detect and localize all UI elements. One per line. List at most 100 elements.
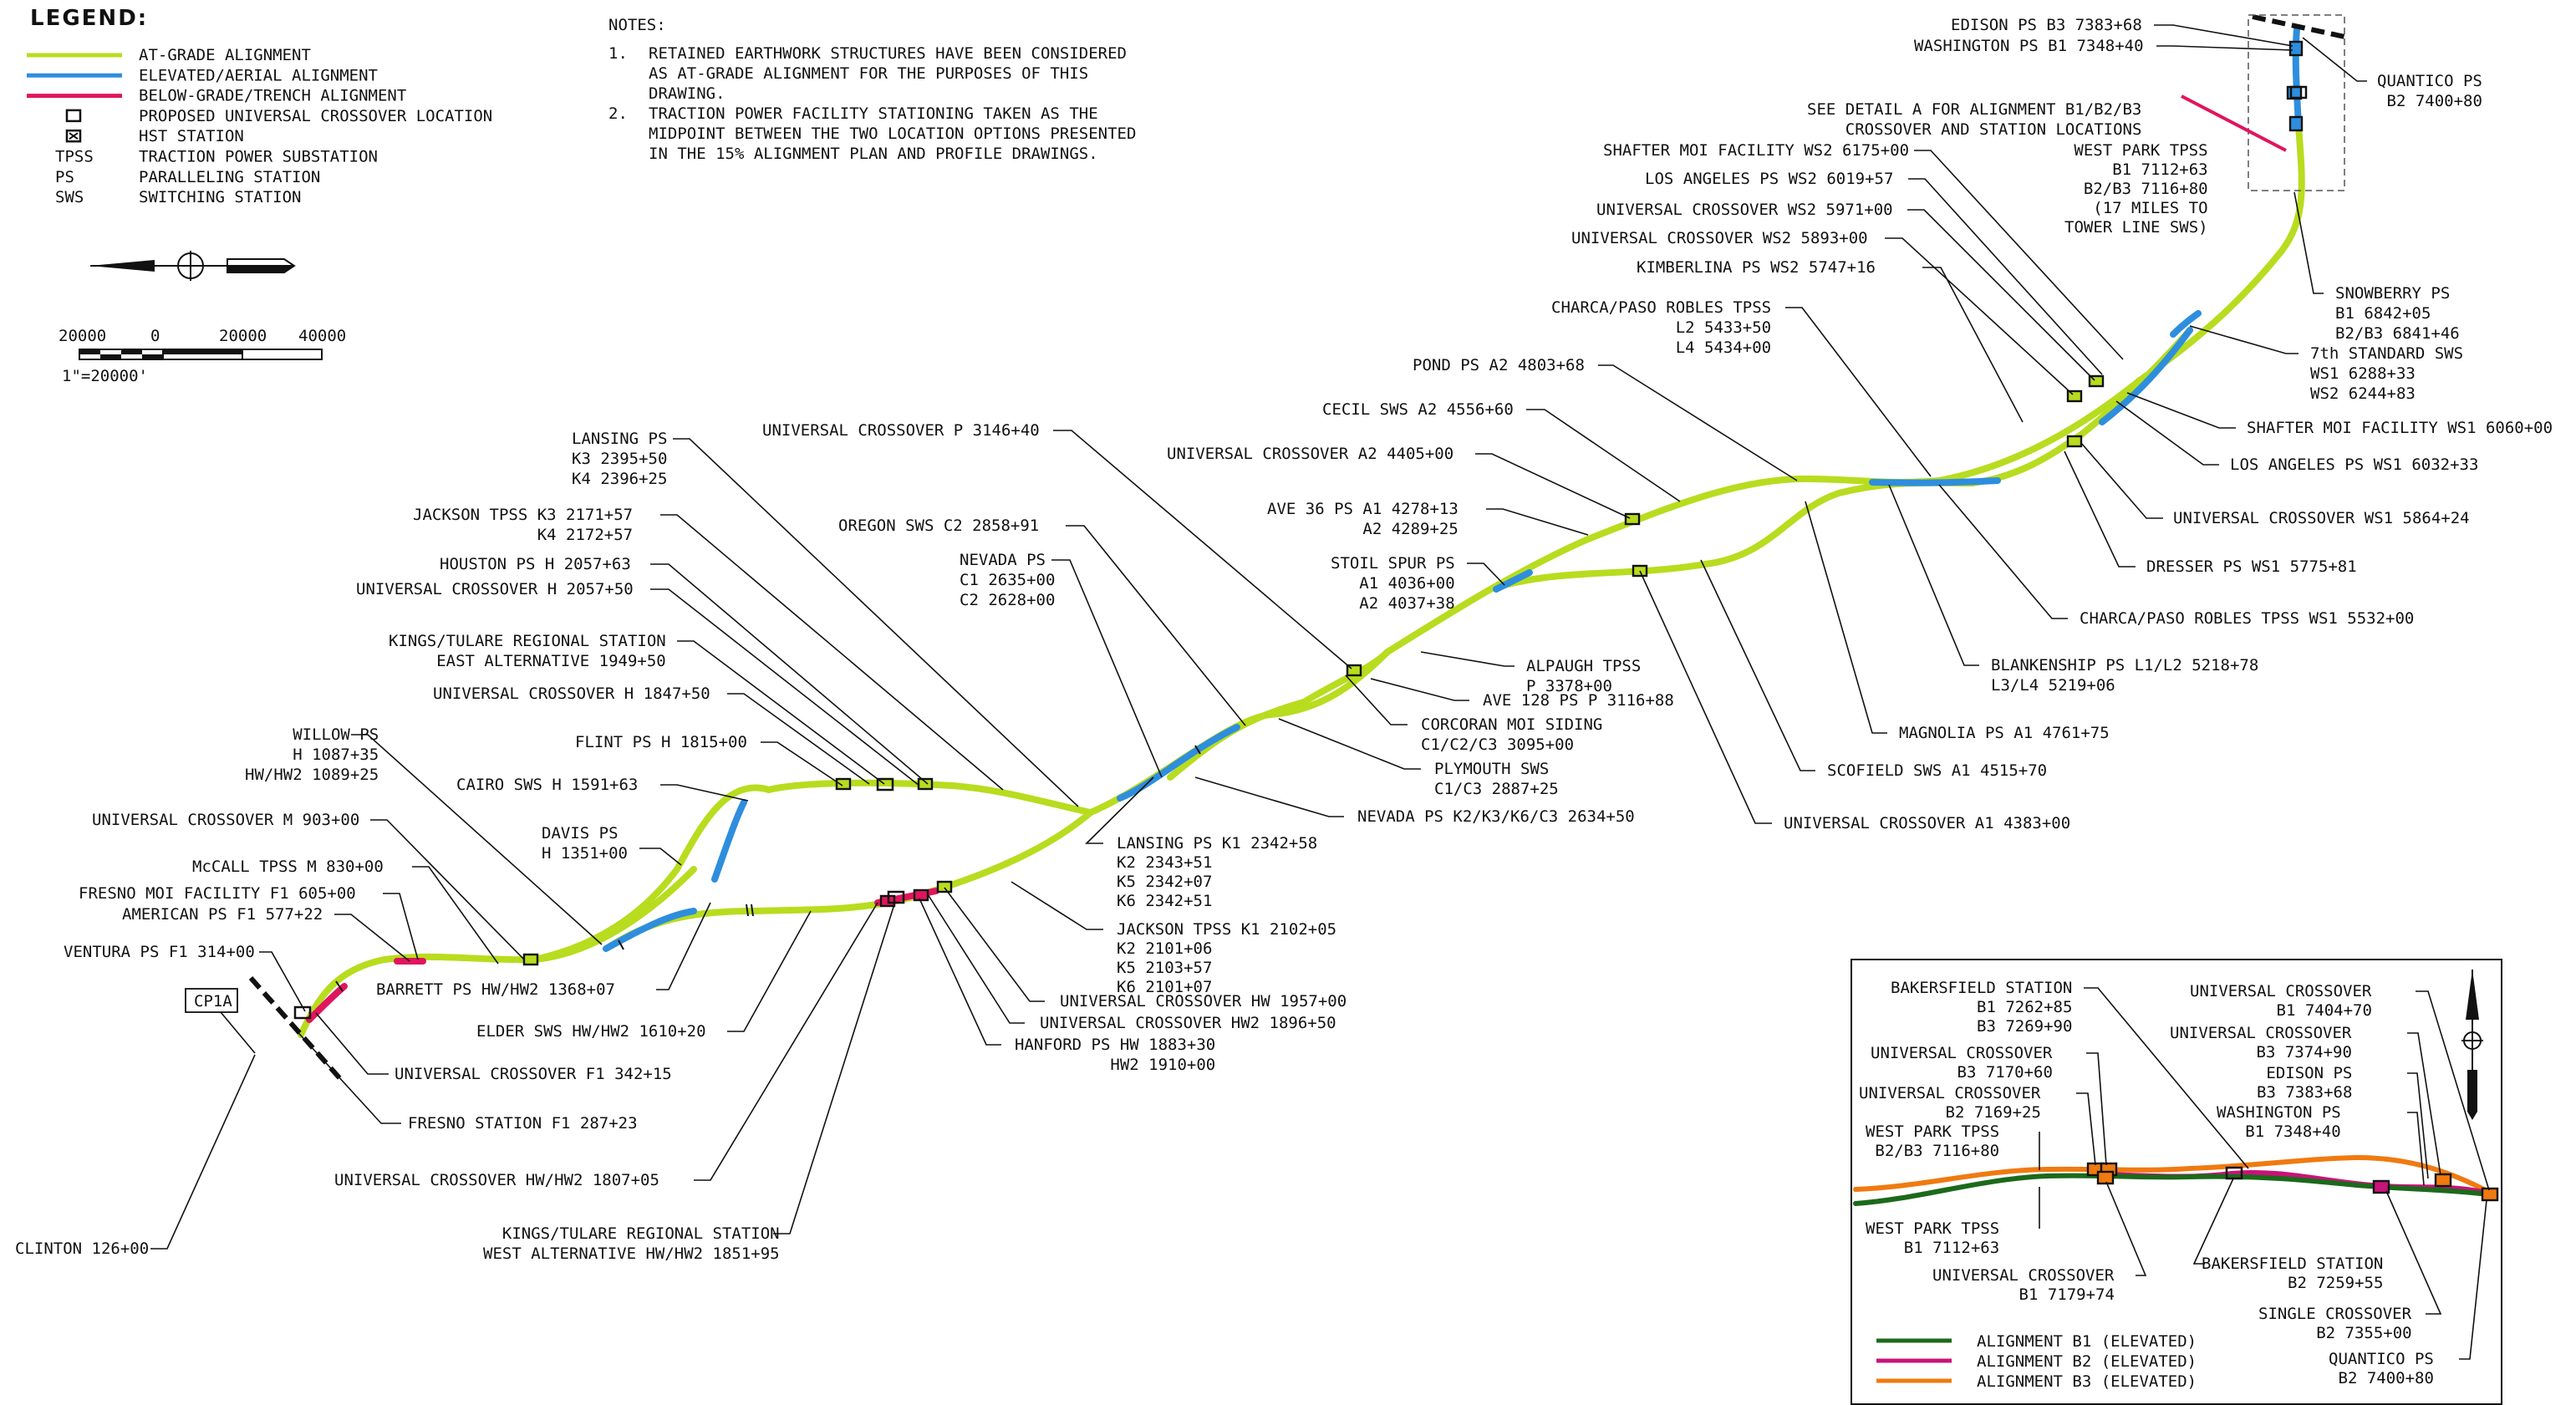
label-line: WS1 6288+33 — [2310, 364, 2416, 383]
leader-davis — [639, 848, 682, 866]
inset-label-line: B3 7170+60 — [1957, 1063, 2053, 1082]
note-text: MIDPOINT BETWEEN THE TWO LOCATION OPTION… — [649, 125, 1136, 143]
label-line: BARRETT PS HW/HW2 1368+07 — [376, 980, 615, 999]
inset-leader-in-uxo-b2-7169 — [2076, 1092, 2096, 1166]
label-line: CHARCA/PASO ROBLES TPSS — [1551, 298, 1771, 317]
inset-label-line: B1 7112+63 — [1904, 1239, 1999, 1257]
legend-item-text: TRACTION POWER SUBSTATION — [139, 148, 378, 166]
label-magnolia: MAGNOLIA PS A1 4761+75 — [1899, 724, 2110, 742]
inset-label-line: UNIVERSAL CROSSOVER — [1932, 1266, 2115, 1285]
label-scofield: SCOFIELD SWS A1 4515+70 — [1827, 761, 2047, 780]
label-line: OREGON SWS C2 2858+91 — [838, 517, 1039, 535]
inset-label-line: B1 7262+85 — [1977, 998, 2072, 1016]
inset-alignment-b1 — [1853, 1173, 2497, 1206]
label-line: MAGNOLIA PS A1 4761+75 — [1899, 724, 2110, 742]
legend-row: AT-GRADE ALIGNMENT — [27, 46, 311, 64]
inset-label-line: BAKERSFIELD STATION — [1891, 979, 2072, 997]
label-line: LOS ANGELES PS WS2 6019+57 — [1645, 170, 1893, 188]
leader-cairo — [660, 784, 749, 802]
inset-label-line: B2/B3 7116+80 — [1875, 1142, 1999, 1160]
elevated-segment-8 — [2292, 26, 2302, 129]
elevated-segment-5 — [1869, 477, 2001, 486]
label-line: UNIVERSAL CROSSOVER HW2 1896+50 — [1040, 1014, 1336, 1032]
legend-abbrev: PS — [55, 168, 74, 186]
label-elder: ELDER SWS HW/HW2 1610+20 — [476, 1022, 706, 1041]
crossover-box-ws1 — [2066, 435, 2083, 448]
boundary-markers — [248, 14, 2349, 1083]
crossover-box-houston — [917, 777, 934, 791]
inset-single-crossover — [2372, 1179, 2390, 1194]
alignment-h-loop — [532, 779, 1094, 963]
label-line: STOIL SPUR PS — [1331, 554, 1455, 573]
label-line: K5 2342+07 — [1117, 873, 1212, 891]
label-washington-top: WASHINGTON PS B1 7348+40 — [1914, 37, 2144, 55]
inset-leaders — [2039, 987, 2490, 1360]
label-uxo-f1: UNIVERSAL CROSSOVER F1 342+15 — [395, 1065, 672, 1083]
inset-crossover-b3-7374 — [2434, 1173, 2452, 1188]
inset-legend-text: ALIGNMENT B1 (ELEVATED) — [1977, 1332, 2197, 1351]
scale-note: 1"=20000' — [62, 367, 148, 385]
inset-leader-in-bak2 — [2192, 1178, 2234, 1265]
note-text: DRAWING. — [649, 84, 725, 103]
label-nevada-k2: NEVADA PS K2/K3/K6/C3 2634+50 — [1357, 807, 1635, 826]
leader-plymouth — [1278, 718, 1421, 770]
inset-leader-in-single — [2385, 1190, 2442, 1315]
leader-uxo-a2 — [1475, 453, 1631, 519]
crossover-box-bakersfield-1 — [2288, 115, 2304, 132]
label-line: K3 2395+50 — [572, 450, 667, 468]
label-line: LANSING PS K1 2342+58 — [1117, 834, 1317, 853]
crossover-box-hanford — [913, 888, 929, 902]
leader-houston — [650, 563, 929, 785]
label-line: AVE 36 PS A1 4278+13 — [1267, 500, 1459, 518]
label-line: CROSSOVER AND STATION LOCATIONS — [1845, 120, 2142, 139]
label-uxo-m: UNIVERSAL CROSSOVER M 903+00 — [92, 811, 359, 829]
leader-la-ws2 — [1908, 178, 2103, 375]
leader-kt-east — [677, 640, 885, 785]
inset-label-line: WASHINGTON PS — [2217, 1103, 2341, 1122]
legend-abbrev: SWS — [55, 188, 84, 206]
label-line: P 3378+00 — [1526, 677, 1612, 695]
inset-label-line: UNIVERSAL CROSSOVER — [1859, 1084, 2041, 1102]
label-line: B2/B3 7116+80 — [2084, 180, 2208, 198]
label-uxo-ws2-5893: UNIVERSAL CROSSOVER WS2 5893+00 — [1571, 229, 1868, 247]
hst-station-icon-kt-west — [887, 890, 905, 904]
leader-cecil — [1526, 409, 1681, 502]
label-line: UNIVERSAL CROSSOVER WS2 5971+00 — [1596, 201, 1893, 219]
leader-clinton — [150, 1054, 256, 1250]
leader-fresno-moi — [383, 893, 419, 960]
label-line: C1/C2/C3 3095+00 — [1421, 736, 1574, 754]
label-line: LANSING PS — [572, 430, 667, 448]
crossover-box-barrett — [522, 953, 539, 966]
north-arrow-icon — [90, 251, 296, 281]
inset-label-line: UNIVERSAL CROSSOVER — [2190, 982, 2372, 1000]
inset-north-arrow-icon — [2461, 970, 2483, 1120]
label-line: PLYMOUTH SWS — [1434, 760, 1549, 778]
label-line: UNIVERSAL CROSSOVER H 1847+50 — [433, 685, 710, 703]
leader-uxo-f1 — [315, 1012, 389, 1075]
label-line: B1 7112+63 — [2112, 160, 2207, 179]
label-line: KINGS/TULARE REGIONAL STATION — [389, 632, 666, 650]
detail-a-inset: ALIGNMENT B1 (ELEVATED)ALIGNMENT B2 (ELE… — [1851, 959, 2502, 1405]
label-line: AVE 128 PS P 3116+88 — [1483, 691, 1674, 710]
label-cairo: CAIRO SWS H 1591+63 — [456, 776, 638, 794]
label-line: TOWER LINE SWS) — [2064, 218, 2208, 237]
legend-item-text: SWITCHING STATION — [139, 188, 301, 206]
leader-seventh — [2189, 325, 2299, 354]
label-shafter-ws1: SHAFTER MOI FACILITY WS1 6060+00 — [2247, 419, 2553, 437]
leader-uxo-p — [1053, 430, 1352, 669]
inset-frame — [1851, 959, 2502, 1405]
inset-label-line: B3 7269+90 — [1977, 1017, 2072, 1036]
label-la-ws2: LOS ANGELES PS WS2 6019+57 — [1645, 170, 1893, 188]
